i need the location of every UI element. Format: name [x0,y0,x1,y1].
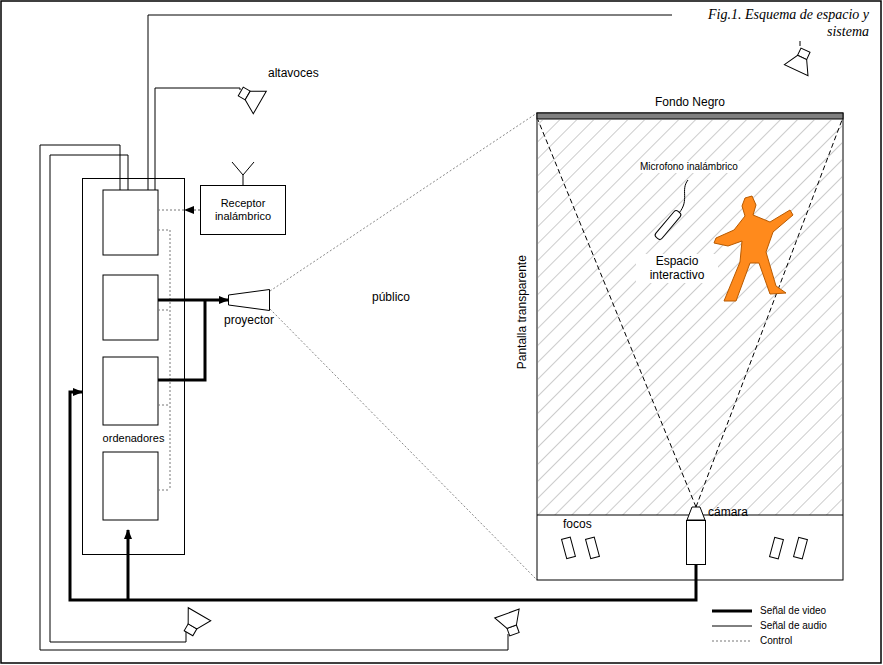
space-label: público [372,290,410,304]
projector: proyector [228,289,270,311]
black-backdrop [537,113,843,119]
screen-label: Pantalla transparente [515,255,529,369]
node-label: Receptor inalámbrico [204,197,282,223]
video-stubs [128,300,205,600]
camera-box: cámara [686,520,706,565]
legend-text: Señal de video [760,605,826,617]
control-connector [185,210,200,211]
projector-symbol [228,289,270,311]
node-label: ordenadores [83,432,184,445]
space-label: focos [563,517,592,531]
receiver-box: Receptor inalámbrico [200,185,286,235]
legend-text: Señal de audio [760,620,827,632]
space-label: Microfono inalámbrico [638,161,740,173]
microphone [654,180,688,241]
node-label: proyector [224,313,274,327]
spotlights [562,537,808,559]
computer-rack: ordenadores [82,178,185,555]
stage-outline [537,113,843,580]
space-label: Espacio interactivo [636,254,718,283]
camera-lens [687,507,705,520]
space-label: altavoces [268,66,319,80]
camera-view [538,120,842,507]
camera-symbol [686,520,706,565]
projection-beam [270,113,537,580]
hatched-space [538,120,842,515]
space-label: Fondo Negro [655,95,725,109]
computer-boxes [103,190,158,520]
video-connector [70,392,696,600]
node-label: cámara [708,505,748,519]
performer-figure [714,196,793,301]
control-lines [158,210,185,490]
antenna [232,162,254,185]
video-connector [185,299,228,302]
legend-samples [712,611,752,641]
figure-title: Fig.1. Esquema de espacio y sistema [672,7,871,41]
legend-text: Control [760,635,792,647]
